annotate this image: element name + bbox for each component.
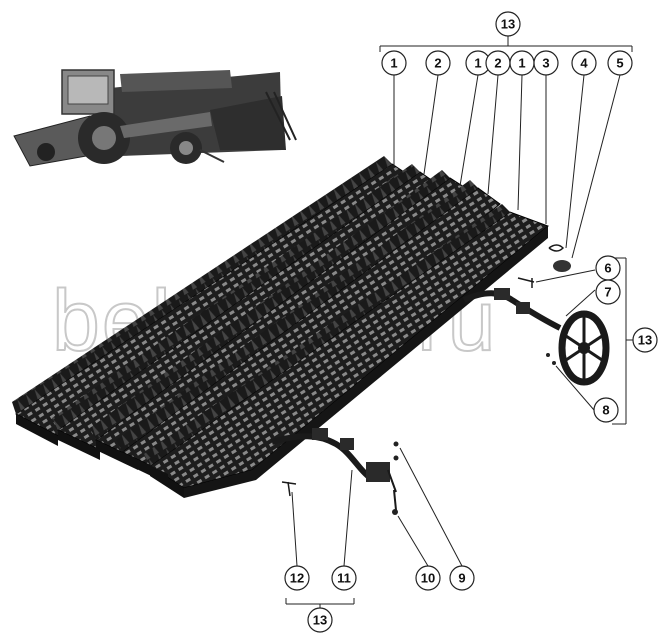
svg-text:9: 9 <box>458 571 465 586</box>
callout-13-bottom: 13 <box>307 607 333 633</box>
svg-text:3: 3 <box>542 56 549 71</box>
callout-6: 6 <box>595 255 621 281</box>
callout-4: 4 <box>571 50 597 76</box>
callout-11: 11 <box>331 565 357 591</box>
callout-12: 12 <box>284 565 310 591</box>
callout-1-a: 1 <box>381 50 407 76</box>
callout-13-top: 13 <box>495 11 521 37</box>
svg-text:2: 2 <box>434 56 441 71</box>
callout-7: 7 <box>595 279 621 305</box>
callout-1-c: 1 <box>509 50 535 76</box>
svg-text:8: 8 <box>602 403 609 418</box>
callout-leaders <box>285 36 633 608</box>
callout-10: 10 <box>415 565 441 591</box>
svg-text:13: 13 <box>313 613 327 628</box>
callout-2-b: 2 <box>485 50 511 76</box>
header-plates-assembly <box>12 156 549 498</box>
hardware-parts <box>281 244 571 515</box>
left-skid-shoe-assembly <box>271 428 397 493</box>
callout-3: 3 <box>533 50 559 76</box>
svg-text:1: 1 <box>390 56 397 71</box>
right-skid-shoe-assembly <box>462 288 610 386</box>
callout-8: 8 <box>593 397 619 423</box>
svg-text:7: 7 <box>604 285 611 300</box>
svg-text:2: 2 <box>494 56 501 71</box>
svg-text:13: 13 <box>638 333 652 348</box>
combine-harvester-illustration <box>13 69 297 167</box>
svg-text:13: 13 <box>501 17 515 32</box>
callout-13-right: 13 <box>626 327 658 353</box>
callout-5: 5 <box>607 50 633 76</box>
svg-text:1: 1 <box>518 56 525 71</box>
svg-text:4: 4 <box>580 56 588 71</box>
svg-text:12: 12 <box>290 571 304 586</box>
svg-text:1: 1 <box>474 56 481 71</box>
svg-text:10: 10 <box>421 571 435 586</box>
svg-text:5: 5 <box>616 56 623 71</box>
svg-text:6: 6 <box>604 261 611 276</box>
callout-2-a: 2 <box>425 50 451 76</box>
svg-text:11: 11 <box>337 571 351 586</box>
callout-9: 9 <box>449 565 475 591</box>
